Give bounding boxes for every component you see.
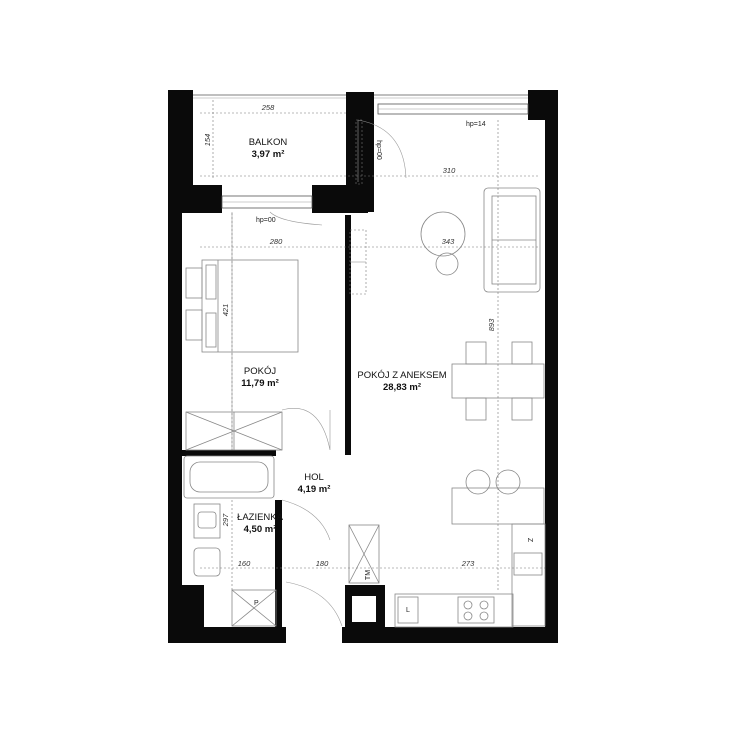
dining-chair [465,397,487,421]
stool [465,469,491,495]
wall-bath-right [275,500,282,640]
hol-area: 4,19 m² [298,484,331,495]
walls [168,90,558,643]
kitchen-counter-right [511,523,546,627]
symbol-fridge: Z [526,538,533,543]
cooktop [457,596,495,624]
pokoj-name: POKÓJ [244,366,276,377]
dim-kitchen-width: 273 [461,559,475,568]
wall-left-exterior [168,185,182,640]
sofa [483,187,541,293]
wall-room-top-left [178,185,222,213]
washer-box [397,596,419,624]
symbol-washer: L [406,607,410,614]
coffee-table [420,211,466,257]
balkon-name: BALKON [249,137,288,148]
dim-living-top-width: 310 [443,166,456,175]
hol-name: HOL [304,472,324,483]
hp-balcony-door: hp=00 [375,140,382,160]
wall-balcony-left [168,90,193,190]
balcony [193,94,529,209]
hp-balcony-right: hp=14 [466,121,486,128]
bath-sink [193,503,221,539]
dim-room-width: 280 [269,237,283,246]
dim-balkon-depth: 154 [203,134,212,147]
wall-living-top-left [346,92,374,212]
symbol-bath-washer: P [254,600,259,607]
dim-living-depth: 893 [487,318,496,331]
dining-chair [511,341,533,365]
wall-living-top-right [528,90,558,120]
dim-hall-width: 180 [316,559,329,568]
wall-bottom [168,627,558,643]
living-furniture [348,187,546,628]
bedroom-furniture [185,211,367,451]
dim-bath-depth: 297 [221,513,230,527]
hp-room-door: hp=00 [256,217,276,224]
dim-living-width: 343 [442,237,455,246]
dim-room-depth: 421 [221,304,230,317]
toilet [193,547,221,577]
wall-bath-top [180,450,276,456]
wall-right-exterior [545,118,558,640]
bed [201,259,299,353]
stool [495,469,521,495]
dining-chair [465,341,487,365]
dimension-lines [200,100,545,590]
kitchen-sink [513,552,543,576]
nightstand-bottom [185,309,203,341]
dim-bath-width: 160 [238,559,251,568]
bath-washer-box [231,589,277,627]
pokoj-area: 11,79 m² [241,378,279,389]
lazienka-area: 4,50 m² [244,524,277,535]
lazienka-name: ŁAZIENKA [237,512,284,523]
dining-chair [511,397,533,421]
balkon-area: 3,97 m² [252,149,285,160]
symbol-hall-wardrobe: TM [365,570,372,580]
wall-room-partition [345,215,351,455]
pokoj-aneks-area: 28,83 m² [383,382,421,393]
pokoj-aneks-name: POKÓJ Z ANEKSEM [357,370,446,381]
entrance-gap [286,627,342,643]
hall-wardrobe [348,524,380,584]
shaft-left [210,596,266,622]
kitchen-counter-bottom [394,593,514,628]
bathtub [183,455,275,499]
armchair [435,252,459,276]
nightstand-top [185,267,203,299]
bath-and-hall [183,408,343,627]
shaft-right [352,596,376,622]
dim-balkon-width: 258 [261,103,275,112]
